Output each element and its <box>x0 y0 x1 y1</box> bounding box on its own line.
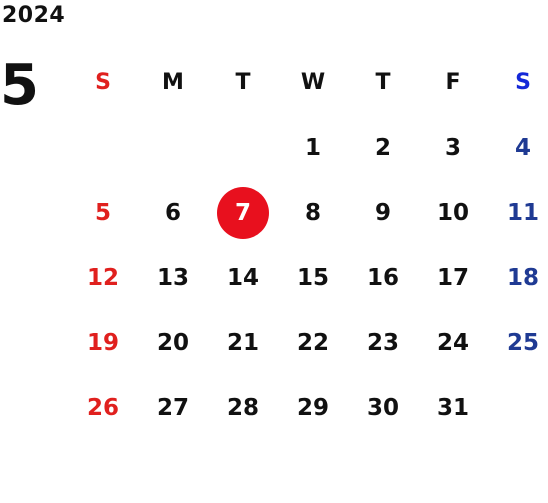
weekday-header-wed: W <box>300 70 326 95</box>
day-cell[interactable]: 12 <box>86 264 119 291</box>
today-highlight: 7 <box>217 186 269 239</box>
day-cell-today[interactable]: 7 <box>208 180 278 245</box>
day-cell[interactable]: 10 <box>436 199 469 226</box>
day-cell[interactable]: 30 <box>366 394 399 421</box>
day-cell[interactable]: 20 <box>156 329 189 356</box>
day-cell[interactable]: 16 <box>366 264 399 291</box>
day-cell[interactable]: 19 <box>86 329 119 356</box>
day-cell[interactable]: 14 <box>226 264 259 291</box>
day-cell[interactable]: 6 <box>164 199 181 226</box>
day-cell <box>68 115 138 180</box>
day-cell[interactable]: 17 <box>436 264 469 291</box>
day-cell[interactable]: 13 <box>156 264 189 291</box>
day-cell[interactable]: 23 <box>366 329 399 356</box>
day-cell[interactable]: 18 <box>506 264 539 291</box>
calendar-grid: S M T W T F S 1 2 3 4 5 6 7 8 9 10 11 12… <box>68 50 548 440</box>
day-cell[interactable]: 26 <box>86 394 119 421</box>
day-cell[interactable]: 11 <box>506 199 539 226</box>
day-cell[interactable]: 27 <box>156 394 189 421</box>
day-cell[interactable]: 31 <box>436 394 469 421</box>
day-cell[interactable]: 1 <box>304 134 321 161</box>
weekday-header-mon: M <box>162 70 184 95</box>
weekday-header-thu: T <box>375 70 391 95</box>
day-cell[interactable]: 24 <box>436 329 469 356</box>
day-cell[interactable]: 2 <box>374 134 391 161</box>
weekday-header-sat: S <box>515 70 531 95</box>
day-cell <box>488 375 548 440</box>
weekday-header-tue: T <box>235 70 251 95</box>
year-label: 2024 <box>2 3 66 28</box>
day-cell[interactable]: 15 <box>296 264 329 291</box>
weekday-header-sun: S <box>95 70 111 95</box>
day-cell <box>208 115 278 180</box>
day-cell <box>138 115 208 180</box>
day-cell[interactable]: 8 <box>304 199 321 226</box>
weekday-header-fri: F <box>445 70 461 95</box>
day-cell[interactable]: 3 <box>444 134 461 161</box>
day-cell[interactable]: 9 <box>374 199 391 226</box>
day-cell[interactable]: 29 <box>296 394 329 421</box>
day-cell[interactable]: 22 <box>296 329 329 356</box>
day-cell[interactable]: 5 <box>94 199 111 226</box>
day-cell[interactable]: 21 <box>226 329 259 356</box>
day-cell[interactable]: 25 <box>506 329 539 356</box>
day-cell[interactable]: 4 <box>514 134 531 161</box>
month-label: 5 <box>0 53 39 118</box>
day-cell[interactable]: 28 <box>226 394 259 421</box>
